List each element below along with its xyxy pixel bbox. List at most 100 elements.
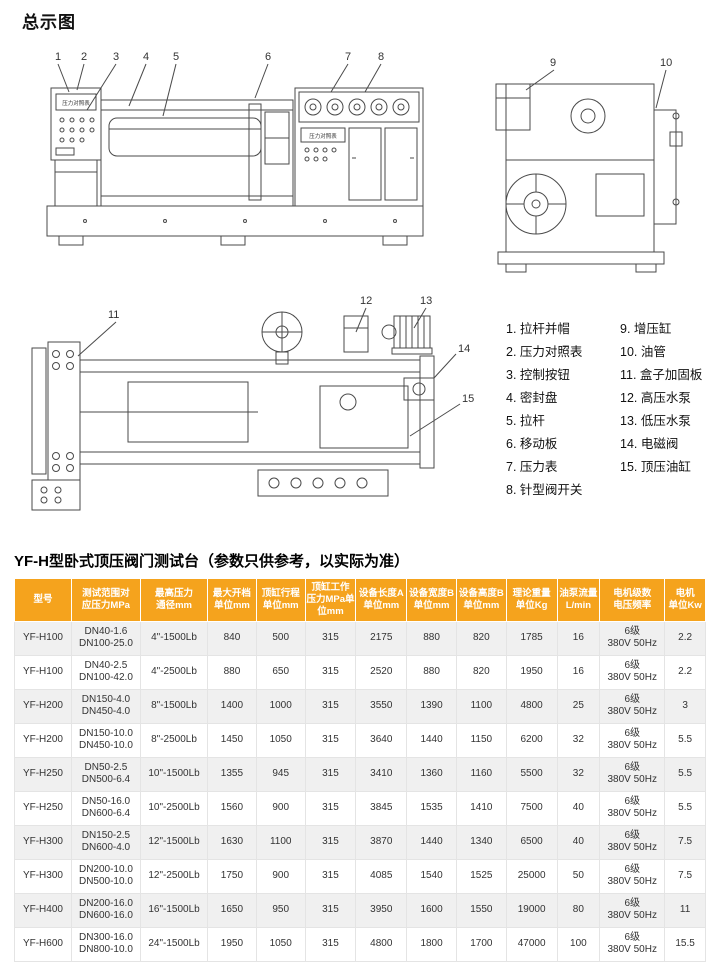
cell: 1950 <box>505 654 558 690</box>
front-view-linework <box>46 63 424 246</box>
cell: 315 <box>304 722 357 758</box>
cell: 315 <box>304 824 357 860</box>
cell: 25 <box>556 688 601 724</box>
legend-item: 15. 顶压油缸 <box>620 460 691 474</box>
column-header: 测试范围对应压力MPa <box>70 578 141 622</box>
legend-item: 1. 拉杆并帽 <box>506 322 570 336</box>
callout-label: 10 <box>660 57 672 69</box>
cell: 6500 <box>505 824 558 860</box>
cell: 32 <box>556 756 601 792</box>
legend-item: 3. 控制按钮 <box>506 368 570 382</box>
cell: 100 <box>556 926 601 962</box>
legend-row: 4. 密封盘 12. 高压水泵 <box>506 385 711 408</box>
callout-label: 12 <box>360 295 372 307</box>
callout-label: 13 <box>420 295 432 307</box>
cell: 2520 <box>355 654 408 690</box>
cell: 500 <box>255 620 306 656</box>
cell: 1750 <box>207 858 257 894</box>
cell: YF-H600 <box>14 926 72 962</box>
cell: 4085 <box>355 858 408 894</box>
cell: 1360 <box>406 756 457 792</box>
cell: 11 <box>664 892 706 928</box>
cell: 32 <box>556 722 601 758</box>
cell: 1150 <box>455 722 507 758</box>
cell: 8"-2500Lb <box>139 722 209 758</box>
cell: 19000 <box>505 892 558 928</box>
callout-label: 3 <box>113 51 119 63</box>
column-header: 最高压力通径mm <box>139 578 209 622</box>
cell: 1560 <box>207 790 257 826</box>
cell: 40 <box>556 824 601 860</box>
cell: 2175 <box>355 620 408 656</box>
cell: 900 <box>255 858 306 894</box>
cell: 1800 <box>406 926 457 962</box>
cell: 315 <box>304 756 357 792</box>
column-header: 电机级数电压频率 <box>599 578 666 622</box>
cell: 1550 <box>455 892 507 928</box>
cell: 10"-1500Lb <box>139 756 209 792</box>
cell: 5500 <box>505 756 558 792</box>
cell: 1355 <box>207 756 257 792</box>
cell: 4800 <box>505 688 558 724</box>
cell: 40 <box>556 790 601 826</box>
cell: YF-H300 <box>14 824 72 860</box>
cell: 1100 <box>455 688 507 724</box>
cell: 1650 <box>207 892 257 928</box>
cell: 5.5 <box>664 722 706 758</box>
cell: 315 <box>304 892 357 928</box>
cell: 880 <box>406 654 457 690</box>
cell: 24"-1500Lb <box>139 926 209 962</box>
cell: YF-H200 <box>14 688 72 724</box>
cell: YF-H400 <box>14 892 72 928</box>
cell: 16 <box>556 620 601 656</box>
legend-item: 4. 密封盘 <box>506 391 558 405</box>
cell: 315 <box>304 654 357 690</box>
cell: 1440 <box>406 722 457 758</box>
legend-item: 10. 油管 <box>620 345 666 359</box>
cell: 10"-2500Lb <box>139 790 209 826</box>
cell: 5.5 <box>664 756 706 792</box>
cell: 3950 <box>355 892 408 928</box>
table-title: YF-H型卧式顶压阀门测试台（参数只供参考，以实际为准） <box>14 553 409 570</box>
callout-label: 4 <box>143 51 149 63</box>
cell: YF-H250 <box>14 756 72 792</box>
cell: YF-H250 <box>14 790 72 826</box>
cell: 1540 <box>406 858 457 894</box>
cell: 4"-2500Lb <box>139 654 209 690</box>
cell: 7.5 <box>664 824 706 860</box>
cell: 16 <box>556 654 601 690</box>
top-view-diagram: 11 12 13 14 15 <box>31 295 474 511</box>
cell: 880 <box>207 654 257 690</box>
cell: 3640 <box>355 722 408 758</box>
cell: 315 <box>304 790 357 826</box>
legend-item: 12. 高压水泵 <box>620 391 691 405</box>
cell: 900 <box>255 790 306 826</box>
cell: YF-H300 <box>14 858 72 894</box>
cell: YF-H200 <box>14 722 72 758</box>
cell: 650 <box>255 654 306 690</box>
cell: 80 <box>556 892 601 928</box>
cell: 1160 <box>455 756 507 792</box>
cell: 4"-1500Lb <box>139 620 209 656</box>
